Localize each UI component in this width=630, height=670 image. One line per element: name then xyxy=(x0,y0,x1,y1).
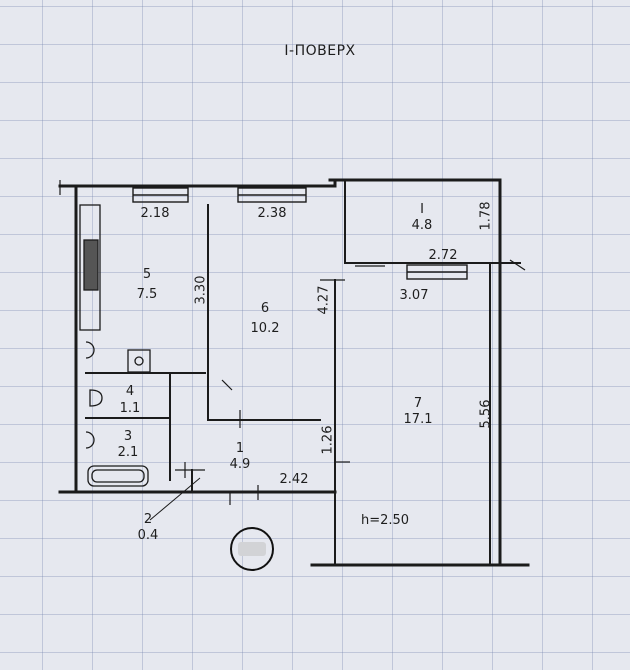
outer-wall-top-left xyxy=(58,178,337,188)
room-number: I xyxy=(420,202,424,217)
bathtub-icon xyxy=(87,465,149,487)
room-number: 2 xyxy=(143,512,153,527)
ceiling-height-label: h=2.50 xyxy=(360,513,410,528)
window-balcony xyxy=(406,264,468,280)
dimension-label: 3.30 xyxy=(193,275,209,305)
dimension-label: 1.26 xyxy=(320,425,336,455)
basin-bath-icon xyxy=(85,431,95,449)
leader-line-room2 xyxy=(149,477,201,521)
room-number: 4 xyxy=(125,384,135,399)
outer-wall-top-right xyxy=(328,178,502,567)
floor-title: I-ПОВЕРХ xyxy=(284,43,356,59)
window-kitchen xyxy=(132,187,189,203)
room-number: 7 xyxy=(413,396,423,411)
room-area: 4.9 xyxy=(229,457,251,472)
room-number: 1 xyxy=(235,441,245,456)
room-number: 3 xyxy=(123,429,133,444)
room-area: 7.5 xyxy=(136,287,158,302)
dimension-label: 3.07 xyxy=(399,288,429,303)
room-area: 0.4 xyxy=(137,528,159,543)
dimension-label: 1.78 xyxy=(478,201,494,231)
window-room6 xyxy=(237,187,307,203)
dimension-label: 4.27 xyxy=(316,285,332,315)
room-area: 4.8 xyxy=(411,218,433,233)
room-number: 5 xyxy=(142,267,152,282)
dimension-label: 2.38 xyxy=(257,206,287,221)
kitchen-counter xyxy=(79,204,101,331)
room-area: 10.2 xyxy=(250,321,280,336)
stove-icon xyxy=(83,239,99,291)
dimension-label: 2.18 xyxy=(140,206,170,221)
room-area: 17.1 xyxy=(403,412,433,427)
dimension-label: 2.42 xyxy=(279,472,309,487)
room-area: 1.1 xyxy=(119,401,141,416)
dimension-label: 2.72 xyxy=(428,248,458,263)
basin-icon xyxy=(85,341,95,359)
dimension-label: 5.56 xyxy=(478,399,494,429)
wall-kitchen-room6 xyxy=(207,204,321,421)
room-number: 6 xyxy=(260,301,270,316)
wc-bowl-icon xyxy=(89,389,103,407)
stamp-seal xyxy=(230,527,274,571)
sink-icon xyxy=(127,349,151,373)
room-area: 2.1 xyxy=(117,445,139,460)
